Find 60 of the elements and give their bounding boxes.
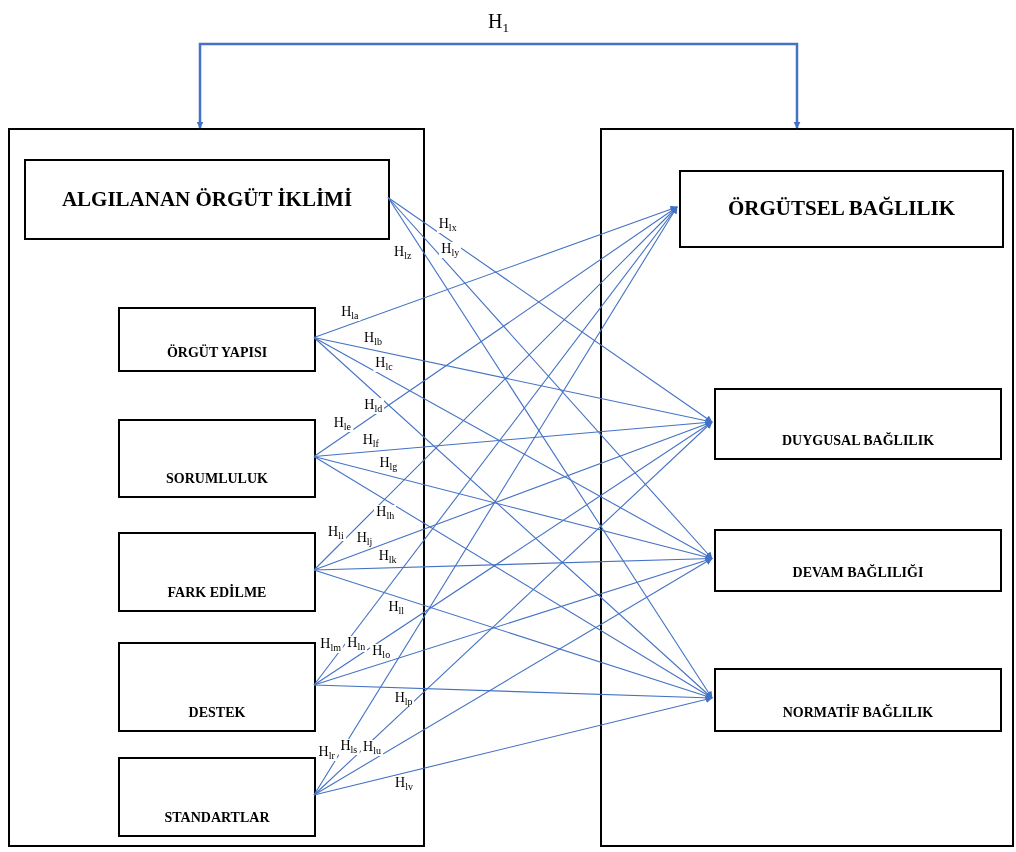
edge-label: H$_{lm}$ <box>318 636 343 653</box>
box-label: DEVAM BAĞLILIĞI <box>792 565 924 582</box>
concept-box <box>118 307 316 372</box>
edge-label: H$_{ld}$ <box>362 398 385 415</box>
edge-label: H$_{la}$ <box>339 304 361 321</box>
edge-label: H$_{lz}$ <box>392 245 414 262</box>
arrow <box>313 206 678 571</box>
edge-label: H$_{le}$ <box>331 415 354 432</box>
edge-label: H$_{li}$ <box>326 524 346 541</box>
box-label: NORMATİF BAĞLILIK <box>782 705 934 722</box>
edge-label: H$_{lv}$ <box>393 776 415 793</box>
concept-box <box>24 159 390 240</box>
concept-box <box>118 642 316 732</box>
edge-label: H$_{lx}$ <box>436 217 459 234</box>
arrow <box>196 42 801 129</box>
edge-label: H$_{lj}$ <box>354 531 375 548</box>
arrow <box>313 455 713 699</box>
concept-box <box>714 388 1002 460</box>
edge-label: H$_{lf}$ <box>360 432 381 449</box>
arrow <box>313 205 678 339</box>
edge-label: H$_{ly}$ <box>439 242 462 259</box>
group-frame <box>8 128 425 847</box>
concept-box <box>679 170 1004 248</box>
edge-label: H$_{lu}$ <box>361 739 383 756</box>
edge-label: H$_{lg}$ <box>377 456 400 473</box>
arrow <box>313 420 713 571</box>
box-label: DESTEK <box>188 705 246 722</box>
edge-label: H$_{lc}$ <box>373 355 395 372</box>
arrow <box>313 557 713 796</box>
edge-label: H$_{lp}$ <box>392 690 415 707</box>
arrow <box>313 206 678 796</box>
edge-label: H$_{1}$ <box>487 10 510 34</box>
box-label: ALGILANAN ÖRGÜT İKLİMİ <box>61 186 353 213</box>
box-label: ÖRGÜTSEL BAĞLILIK <box>728 196 955 222</box>
concept-box <box>714 668 1002 732</box>
arrow <box>313 569 713 700</box>
arrow <box>387 196 713 699</box>
arrow <box>387 196 713 560</box>
arrow <box>313 421 713 796</box>
box-label: ÖRGÜT YAPISI <box>166 345 268 362</box>
group-frame <box>600 128 1014 847</box>
edge-label: H$_{ls}$ <box>338 739 360 756</box>
box-label: SORUMLULUK <box>166 471 268 488</box>
concept-box <box>118 532 316 612</box>
edge-label: H$_{lh}$ <box>374 504 397 521</box>
concept-box <box>118 419 316 498</box>
box-label: DUYGUSAL BAĞLILIK <box>781 433 935 450</box>
arrow <box>313 206 678 686</box>
edge-label: H$_{lo}$ <box>370 644 393 661</box>
arrow <box>313 336 713 699</box>
edge-label: H$_{lk}$ <box>376 548 399 565</box>
box-label: FARK EDİLME <box>167 585 267 602</box>
concept-box <box>118 757 316 837</box>
edge-label: H$_{lr}$ <box>316 745 337 762</box>
edge-label: H$_{ln}$ <box>345 635 368 652</box>
edge-label: H$_{ll}$ <box>386 600 407 616</box>
arrow <box>313 336 713 560</box>
concept-box <box>714 529 1002 592</box>
edge-label: H$_{lb}$ <box>362 330 384 347</box>
box-label: STANDARTLAR <box>164 810 270 827</box>
